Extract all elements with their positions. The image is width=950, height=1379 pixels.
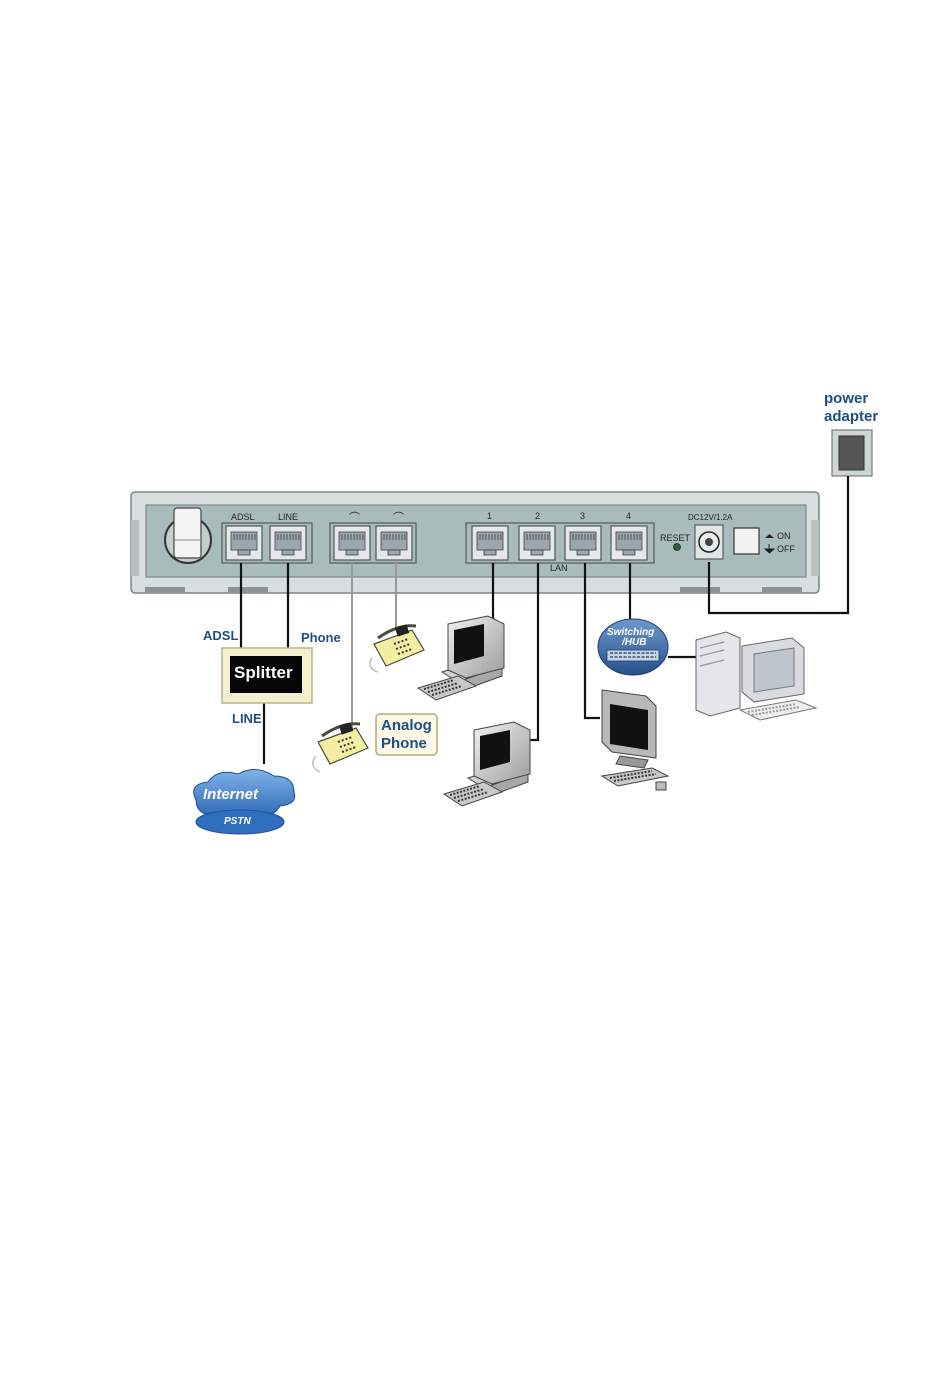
computer-icon xyxy=(418,616,504,700)
analog-phone-label-2: Phone xyxy=(381,735,427,752)
lan-port-4-label: 4 xyxy=(626,511,631,521)
lan-port-2-label: 2 xyxy=(535,511,540,521)
power-switch xyxy=(734,528,759,554)
adsl-port-label: ADSL xyxy=(231,512,255,522)
telephone-icon xyxy=(370,624,424,672)
phone-port-2 xyxy=(376,526,412,560)
computer-icon xyxy=(696,632,816,720)
computer-icon xyxy=(602,690,668,790)
lan-group-label: LAN xyxy=(550,563,568,573)
internet-label: Internet xyxy=(203,786,258,803)
switch-on-label: ON xyxy=(777,531,791,541)
lan-port-1-label: 1 xyxy=(487,511,492,521)
reset-button xyxy=(674,544,681,551)
line-port xyxy=(270,526,306,560)
power-adapter-label: power xyxy=(824,390,868,407)
adsl-cable-label: ADSL xyxy=(203,628,238,643)
switching-hub-label-2: /HUB xyxy=(622,637,646,648)
phone-port-1 xyxy=(334,526,370,560)
analog-phone-label: Analog xyxy=(381,717,432,734)
lan-port-3-label: 3 xyxy=(580,511,585,521)
phone-port-1-label: ⌒ xyxy=(349,509,360,525)
power-spec-label: DC12V/1.2A xyxy=(688,513,732,522)
switch-off-label: OFF xyxy=(777,544,795,554)
power-adapter-label-2: adapter xyxy=(824,408,878,425)
lan-port-2 xyxy=(519,526,555,560)
telephone-icon xyxy=(313,722,368,772)
phone-cable-label: Phone xyxy=(301,630,341,645)
power-adapter-icon xyxy=(832,430,872,476)
lan-port-1 xyxy=(472,526,508,560)
line-port-label: LINE xyxy=(278,512,298,522)
lan-port-4 xyxy=(611,526,647,560)
reset-label: RESET xyxy=(660,533,690,543)
phone-port-2-label: ⌒ xyxy=(393,509,404,525)
splitter-label: Splitter xyxy=(234,663,293,683)
lan-port-3 xyxy=(565,526,601,560)
computer-icon xyxy=(444,722,530,806)
adsl-port xyxy=(226,526,262,560)
pstn-label: PSTN xyxy=(224,816,251,827)
dc-power-jack xyxy=(695,525,723,559)
splitter-line-label: LINE xyxy=(232,711,262,726)
